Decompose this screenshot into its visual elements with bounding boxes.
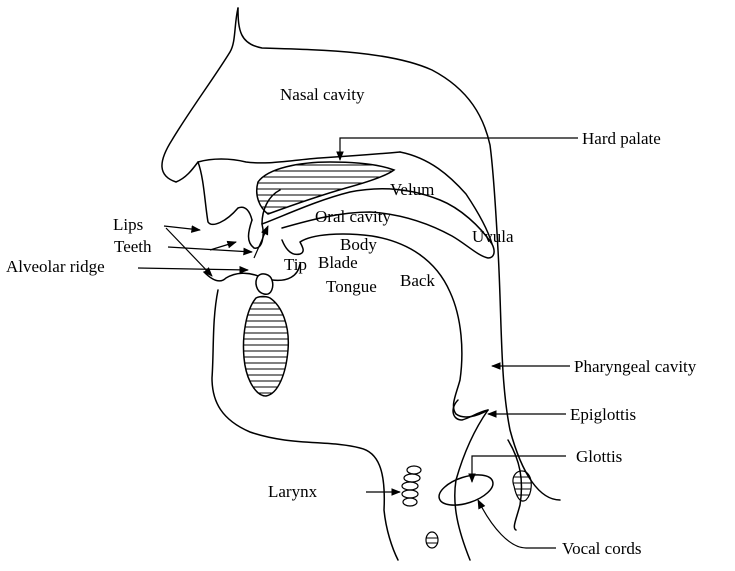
label-epiglottis: Epiglottis bbox=[570, 405, 636, 424]
label-velum: Velum bbox=[390, 180, 434, 199]
label-glottis: Glottis bbox=[576, 447, 622, 466]
label-blade: Blade bbox=[318, 253, 358, 272]
tracheal-rings bbox=[402, 466, 438, 548]
label-vocal-cords: Vocal cords bbox=[562, 539, 641, 558]
label-teeth: Teeth bbox=[114, 237, 152, 256]
head-outline bbox=[162, 8, 560, 500]
pointer-lines bbox=[138, 138, 578, 548]
label-tongue: Tongue bbox=[326, 277, 377, 296]
label-nasal-cavity: Nasal cavity bbox=[280, 85, 365, 104]
label-body: Body bbox=[340, 235, 377, 254]
label-larynx: Larynx bbox=[268, 482, 318, 501]
label-lips: Lips bbox=[113, 215, 143, 234]
label-hard-palate: Hard palate bbox=[582, 129, 661, 148]
label-tip: Tip bbox=[284, 255, 307, 274]
mandible-hatch bbox=[244, 297, 289, 397]
larynx-outline bbox=[402, 400, 531, 560]
label-alveolar-ridge: Alveolar ridge bbox=[6, 257, 105, 276]
label-oral-cavity: Oral cavity bbox=[315, 207, 391, 226]
label-pharyngeal-cavity: Pharyngeal cavity bbox=[574, 357, 697, 376]
label-back: Back bbox=[400, 271, 435, 290]
label-uvula: Uvula bbox=[472, 227, 514, 246]
